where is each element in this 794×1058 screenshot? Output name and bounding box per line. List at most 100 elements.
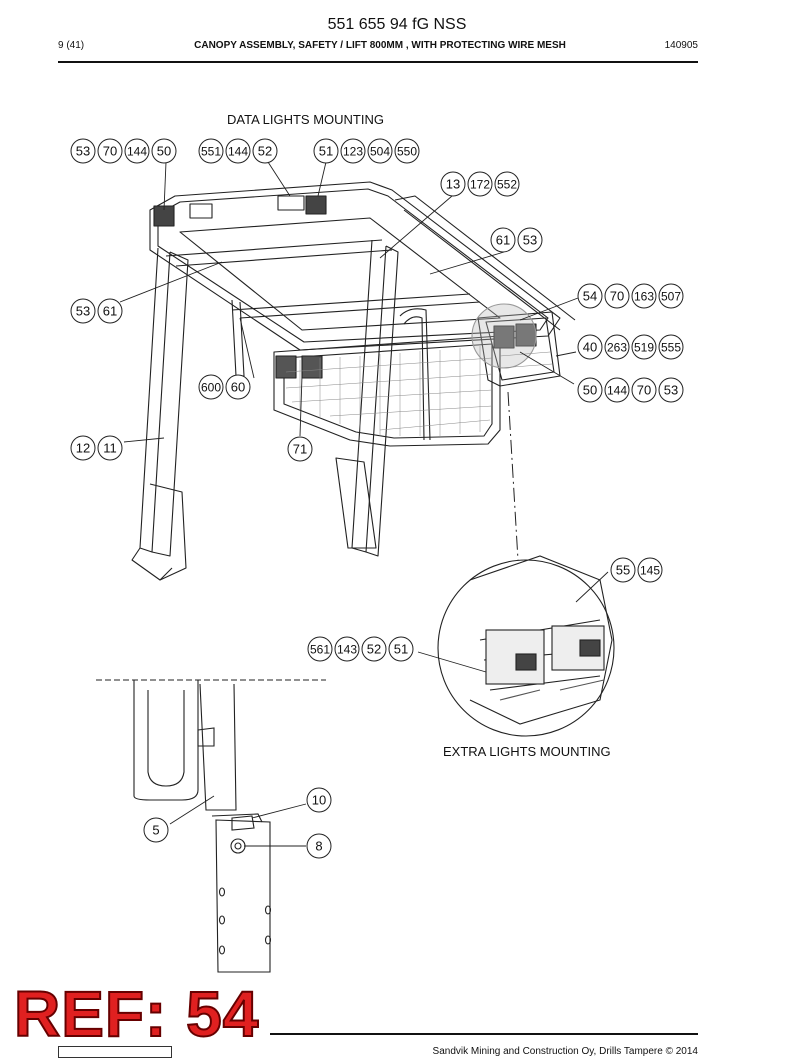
callout-number: 504 [370, 145, 390, 159]
callout-circle [306, 787, 332, 813]
callout-number: 172 [470, 178, 490, 192]
callout-number: 70 [103, 144, 117, 159]
callout-circle [97, 298, 123, 324]
callout-number: 50 [157, 144, 171, 159]
callout-number: 13 [446, 177, 460, 192]
callout-circle [658, 334, 684, 360]
callout-circle [198, 374, 224, 400]
callout-number: 555 [661, 341, 681, 355]
callout-leaders [119, 161, 609, 847]
callout-group: 10 [306, 787, 332, 813]
callout-number: 561 [310, 643, 330, 657]
callout-number: 12 [76, 441, 90, 456]
page-number: 9 (41) [58, 40, 85, 51]
callout-number: 53 [523, 233, 537, 248]
callout-circle [361, 636, 387, 662]
callout-number: 61 [103, 304, 117, 319]
callout-circle [97, 435, 123, 461]
callout-number: 144 [607, 384, 627, 398]
callout-number: 551 [201, 145, 221, 159]
callout-number: 144 [228, 145, 248, 159]
sandvik-logo [58, 1046, 172, 1058]
callout-number: 51 [394, 642, 408, 657]
callout-group: 61 53 [490, 227, 543, 253]
callout-number: 61 [496, 233, 510, 248]
callout-number: 60 [231, 380, 245, 395]
footer-rule [270, 1033, 698, 1035]
callout-circle [252, 138, 278, 164]
callout-group: 53 61 [70, 298, 123, 324]
callout-number: 52 [258, 144, 272, 159]
callout-number: 8 [315, 839, 322, 854]
section-title: CANOPY ASSEMBLY, SAFETY / LIFT 800MM , W… [194, 40, 566, 51]
callout-number: 600 [201, 381, 221, 395]
callout-circle [394, 138, 420, 164]
callout-circle [70, 138, 96, 164]
callout-circle [151, 138, 177, 164]
detail-leader [507, 391, 519, 561]
callout-number: 10 [312, 793, 326, 808]
callout-number: 11 [103, 441, 117, 456]
callout-circle [367, 138, 393, 164]
callout-circle [340, 138, 366, 164]
callout-number: 40 [583, 340, 597, 355]
callout-circle [494, 171, 520, 197]
callout-number: 70 [610, 289, 624, 304]
callout-group: 600 60 [198, 374, 251, 400]
callout-circle [604, 334, 630, 360]
callout-circle [225, 374, 251, 400]
callout-circle [604, 377, 630, 403]
callout-number: 53 [664, 383, 678, 398]
callout-number: 53 [76, 304, 90, 319]
callout-number: 53 [76, 144, 90, 159]
callout-number: 552 [497, 178, 517, 192]
callout-circle [631, 377, 657, 403]
callout-circle [631, 334, 657, 360]
callout-circle [490, 227, 516, 253]
callout-number: 123 [343, 145, 363, 159]
callout-circle [440, 171, 466, 197]
callout-group: 13 172 552 [440, 171, 520, 197]
callout-number: 71 [293, 442, 307, 457]
callout-number: 263 [607, 341, 627, 355]
callout-circle [610, 557, 636, 583]
callout-circle [467, 171, 493, 197]
callout-circle [604, 283, 630, 309]
callout-number: 5 [152, 823, 159, 838]
callout-group: 12 11 [70, 435, 123, 461]
callout-number: 51 [319, 144, 333, 159]
callout-circle [307, 636, 333, 662]
caption-extra-lights: EXTRA LIGHTS MOUNTING [443, 744, 611, 759]
callout-circle [306, 833, 332, 859]
ref-stamp: REF: 54 [13, 978, 260, 1050]
callout-group: 40 263 519 555 [577, 334, 684, 360]
footer-copyright: Sandvik Mining and Construction Oy, Dril… [432, 1046, 698, 1057]
callout-number: 144 [127, 145, 147, 159]
callout-circle [658, 283, 684, 309]
callout-number: 70 [637, 383, 651, 398]
callout-group: 5 [143, 817, 169, 843]
callout-circle [124, 138, 150, 164]
callout-number: 163 [634, 290, 654, 304]
callout-circle [143, 817, 169, 843]
document-date: 140905 [664, 40, 698, 51]
callout-number: 55 [616, 563, 630, 578]
callout-number: 143 [337, 643, 357, 657]
callout-circle [577, 283, 603, 309]
caption-data-lights: DATA LIGHTS MOUNTING [227, 112, 384, 127]
callout-number: 519 [634, 341, 654, 355]
callout-circle [388, 636, 414, 662]
document-number: 551 655 94 fG NSS [327, 16, 467, 33]
callout-number: 507 [661, 290, 681, 304]
callout-circle [70, 435, 96, 461]
callout-circle [577, 334, 603, 360]
detail-view-post-foot [96, 679, 326, 973]
callout-circle [577, 377, 603, 403]
callout-circle [334, 636, 360, 662]
